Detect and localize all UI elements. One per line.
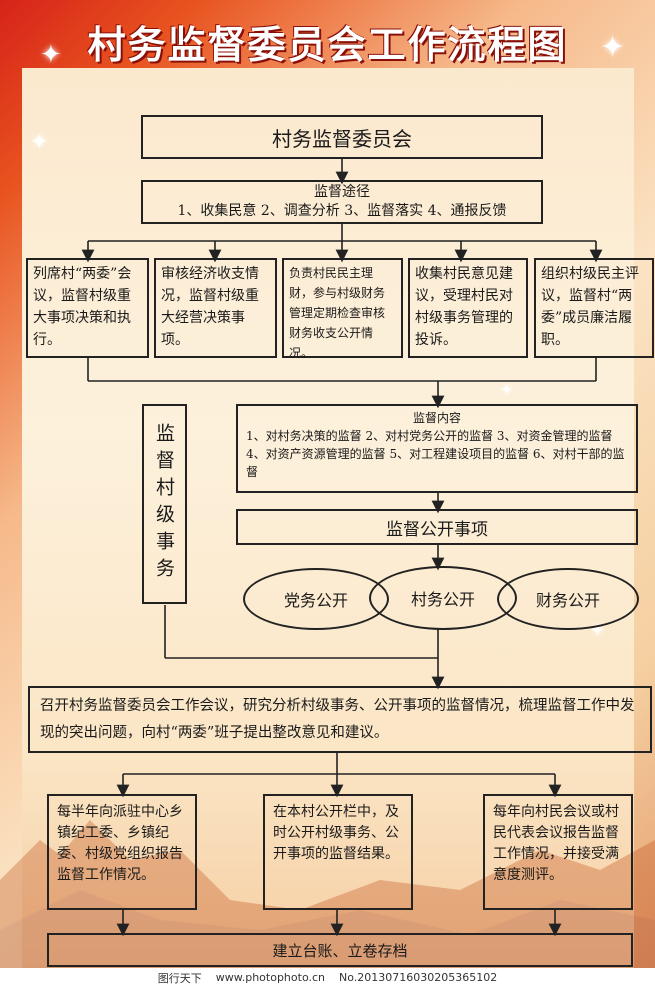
- meeting-text: 召开村务监督委员会工作会议，研究分析村级事务、公开事项的监督情况，梳理监督工作中…: [40, 698, 635, 741]
- disclosure-box: 监督公开事项: [236, 509, 638, 545]
- report-text: 在本村公开栏中，及时公开村级事务、公开事项的监督结果。: [273, 804, 399, 862]
- duty-box-3: 负责村民民主理财，参与村级财务管理定期检查审核财务收支公开情况。: [282, 258, 403, 360]
- ellipse-label: 党务公开: [283, 591, 348, 610]
- footer-brand: 图行天下: [157, 971, 202, 985]
- footer-number: No.20130716030205365102: [339, 971, 498, 984]
- side-label-box: 监督村级事务: [142, 404, 187, 604]
- content-heading: 监督内容: [412, 411, 461, 425]
- content-box: 监督内容 1、对村务决策的监督 2、对村党务公开的监督 3、对资金管理的监督 4…: [236, 404, 638, 493]
- disclosure-label: 监督公开事项: [386, 519, 488, 540]
- report-box-3: 每年向村民会议或村民代表会议报告监督工作情况，并接受满意度测评。: [483, 794, 633, 910]
- page-title: 村务监督委员会工作流程图: [87, 23, 568, 67]
- ellipse-label: 财务公开: [535, 591, 600, 610]
- committee-box: 村务监督委员会: [141, 115, 543, 159]
- sparkle-icon: ✦: [40, 40, 62, 70]
- ellipse-label: 村务公开: [410, 590, 475, 609]
- sparkle-icon: ✦: [30, 130, 49, 155]
- party-affairs-ellipse: 党务公开: [243, 568, 389, 630]
- report-text: 每半年向派驻中心乡镇纪工委、乡镇纪委、村级党组织报告监督工作情况。: [57, 804, 183, 883]
- sparkle-icon: ✦: [500, 380, 514, 399]
- duty-text: 组织村级民主评议，监督村“两委”成员廉洁履职。: [541, 266, 639, 348]
- footer-site: www.photophoto.cn: [215, 971, 326, 984]
- content-items: 1、对村务决策的监督 2、对村党务公开的监督 3、对资金管理的监督 4、对资产资…: [246, 429, 625, 479]
- finance-ellipse: 财务公开: [497, 568, 639, 630]
- duty-box-5: 组织村级民主评议，监督村“两委”成员廉洁履职。: [534, 258, 654, 358]
- duty-text: 列席村“两委”会议，监督村级重大事项决策和执行。: [33, 266, 132, 348]
- channels-items: 1、收集民意 2、调查分析 3、监督落实 4、通报反馈: [177, 203, 507, 219]
- duty-box-4: 收集村民意见建议，受理村民对村级事务管理的投诉。: [408, 258, 528, 358]
- channels-heading: 监督途径: [314, 184, 370, 200]
- committee-label: 村务监督委员会: [272, 126, 412, 151]
- village-affairs-ellipse: 村务公开: [369, 566, 517, 630]
- report-box-1: 每半年向派驻中心乡镇纪工委、乡镇纪委、村级党组织报告监督工作情况。: [47, 794, 197, 910]
- duty-text: 审核经济收支情况，监督村级重大经营决策事项。: [161, 266, 259, 348]
- channels-box: 监督途径 1、收集民意 2、调查分析 3、监督落实 4、通报反馈: [141, 180, 543, 224]
- content-panel: [22, 68, 634, 973]
- side-label: 监督村级事务: [153, 423, 175, 585]
- duty-text: 收集村民意见建议，受理村民对村级事务管理的投诉。: [415, 266, 513, 348]
- archive-box: 建立台账、立卷存档: [47, 933, 633, 967]
- duty-box-2: 审核经济收支情况，监督村级重大经营决策事项。: [154, 258, 277, 358]
- duty-text: 负责村民民主理财，参与村级财务管理定期检查审核财务收支公开情况。: [289, 266, 386, 360]
- watermark-footer: 图行天下 www.photophoto.cn No.20130716030205…: [0, 968, 655, 987]
- sparkle-icon: ✦: [600, 30, 626, 65]
- archive-label: 建立台账、立卷存档: [272, 941, 408, 960]
- duty-box-1: 列席村“两委”会议，监督村级重大事项决策和执行。: [26, 258, 149, 358]
- report-text: 每年向村民会议或村民代表会议报告监督工作情况，并接受满意度测评。: [493, 804, 619, 883]
- great-wall-decoration: [0, 820, 655, 987]
- report-box-2: 在本村公开栏中，及时公开村级事务、公开事项的监督结果。: [263, 794, 413, 910]
- meeting-box: 召开村务监督委员会工作会议，研究分析村级事务、公开事项的监督情况，梳理监督工作中…: [28, 686, 652, 753]
